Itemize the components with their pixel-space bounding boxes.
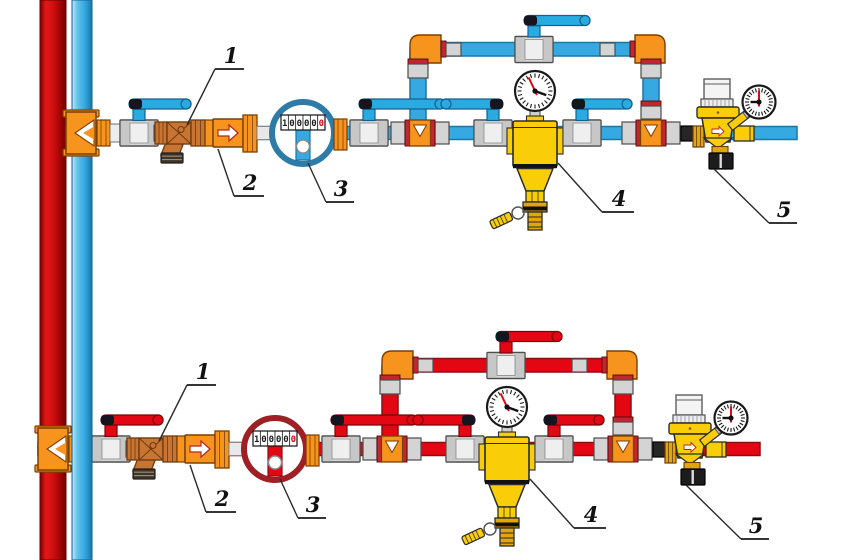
- valve-lever: [412, 414, 476, 426]
- hot-water-riser: [39, 0, 67, 560]
- drain-tap-handle: [461, 527, 486, 546]
- pressure-reducer: [680, 78, 777, 170]
- drain-valve: [680, 468, 706, 486]
- meter-digit: 0: [283, 435, 288, 445]
- callout-label: 5: [777, 197, 792, 222]
- strainer-cap: [132, 468, 156, 480]
- valve-lever: [100, 414, 164, 426]
- drain-valve: [708, 152, 734, 170]
- callout-label: 1: [196, 359, 211, 384]
- pressure-gauge: [485, 385, 529, 429]
- riser-tee: [62, 109, 100, 157]
- callout-4: 4: [529, 478, 606, 529]
- meter-digit: 1: [254, 435, 259, 445]
- bypass-loop: [407, 14, 666, 120]
- valve-lever: [330, 414, 418, 426]
- callout-label: 5: [749, 513, 764, 538]
- meter-digit: 0: [269, 435, 274, 445]
- valve-lever: [571, 98, 633, 110]
- pressure-gauge: [741, 84, 777, 120]
- adjustment-cap: [700, 78, 734, 108]
- meter-digit: 0: [304, 119, 309, 129]
- callout-2: 2: [189, 464, 236, 513]
- pressure-gauge: [713, 400, 749, 436]
- callout-label: 4: [612, 186, 627, 211]
- valve-lever: [440, 98, 504, 110]
- callout-2: 2: [217, 148, 264, 197]
- check-valve: [176, 430, 230, 469]
- bypass-tee-outlet: [621, 119, 681, 147]
- meter-digit: 0: [319, 119, 324, 129]
- ball-valve: [321, 414, 418, 463]
- callout-1: 1: [186, 43, 244, 126]
- meter-digit: 0: [291, 435, 296, 445]
- check-valve: [204, 114, 258, 153]
- callout-5: 5: [685, 484, 769, 540]
- meter-digit: 0: [261, 435, 266, 445]
- ball-valve: [534, 414, 605, 463]
- callout-label: 2: [214, 486, 230, 511]
- bypass-tee-inlet: [362, 435, 422, 463]
- adjustment-cap: [672, 394, 706, 424]
- bypass-tee-inlet: [390, 119, 450, 147]
- riser-tee: [34, 425, 72, 473]
- bypass-ball-valve: [486, 330, 563, 380]
- callout-label: 2: [242, 170, 258, 195]
- valve-lever: [543, 414, 605, 426]
- ball-valve: [562, 98, 633, 147]
- valve-lever: [495, 330, 563, 343]
- callout-label: 3: [334, 176, 349, 201]
- meter-digit: 0: [297, 119, 302, 129]
- drain-tap-handle: [489, 211, 514, 230]
- cold-water-riser: [71, 0, 93, 560]
- meter-digit: 0: [289, 119, 294, 129]
- valve-lever: [523, 14, 591, 27]
- valve-lever: [358, 98, 446, 110]
- callout-label: 1: [224, 43, 239, 68]
- callout-3: 3: [279, 478, 326, 519]
- callout-3: 3: [307, 162, 354, 203]
- pressure-gauge: [513, 69, 557, 113]
- fine-filter: [489, 69, 564, 231]
- meter-digit: 0: [276, 435, 281, 445]
- ball-valve: [349, 98, 446, 147]
- strainer-filter: [154, 119, 206, 164]
- callout-5: 5: [713, 168, 797, 224]
- ball-valve: [119, 98, 192, 147]
- callout-4: 4: [557, 162, 634, 213]
- callout-label: 3: [306, 492, 321, 517]
- meter-digit: 1: [282, 119, 287, 129]
- ball-valve: [412, 414, 485, 463]
- bypass-ball-valve: [514, 14, 591, 64]
- pressure-reducer: [652, 394, 749, 486]
- valve-lever: [128, 98, 192, 110]
- callout-1: 1: [158, 359, 216, 442]
- callout-label: 4: [584, 502, 599, 527]
- meter-digit: 0: [311, 119, 316, 129]
- strainer-cap: [160, 152, 184, 164]
- bypass-tee-outlet: [593, 435, 653, 463]
- bypass-loop: [379, 330, 638, 436]
